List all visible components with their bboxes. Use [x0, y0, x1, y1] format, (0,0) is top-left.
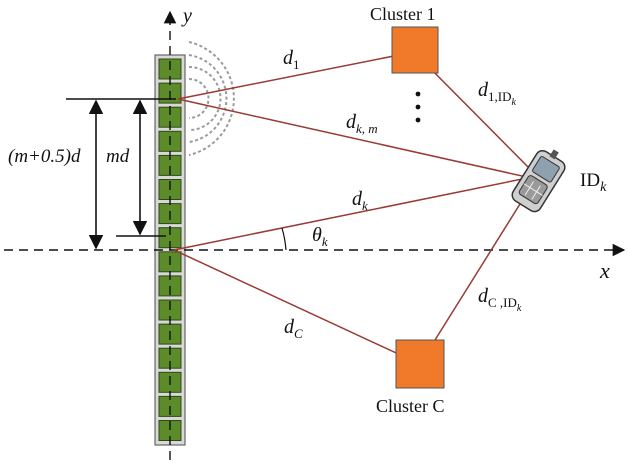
ray-d1 — [177, 51, 415, 100]
label-theta-k: θk — [312, 224, 328, 249]
antenna-array — [154, 54, 186, 446]
cluster-c-label: Cluster C — [376, 396, 445, 416]
ray-dk — [173, 175, 538, 251]
mobile-phone-icon — [511, 149, 566, 213]
label-dkm: dk, m — [346, 111, 378, 136]
ray-dC-id — [419, 187, 531, 365]
ray-dkm — [177, 98, 541, 181]
cluster-1-square — [391, 26, 439, 74]
label-m-half-d: (m+0.5)d — [8, 146, 81, 167]
ellipsis-dots — [415, 91, 421, 123]
label-md: md — [106, 146, 130, 167]
x-axis-label: x — [599, 258, 610, 283]
label-dC-id: dC ,IDk — [478, 285, 522, 314]
signal-paths — [173, 51, 541, 365]
user-label: IDk — [580, 170, 607, 195]
cluster-1-label: Cluster 1 — [370, 4, 436, 24]
y-axis-label: y — [181, 5, 192, 27]
ray-dC — [173, 249, 421, 365]
label-d1-id: d1,IDk — [478, 79, 516, 108]
wavefront-icon — [188, 41, 235, 156]
label-dk: dk — [352, 188, 368, 213]
cluster-c-square — [395, 339, 445, 389]
angle-arc — [281, 227, 287, 251]
label-dC: dC — [284, 316, 303, 341]
label-d1: d1 — [283, 47, 300, 72]
